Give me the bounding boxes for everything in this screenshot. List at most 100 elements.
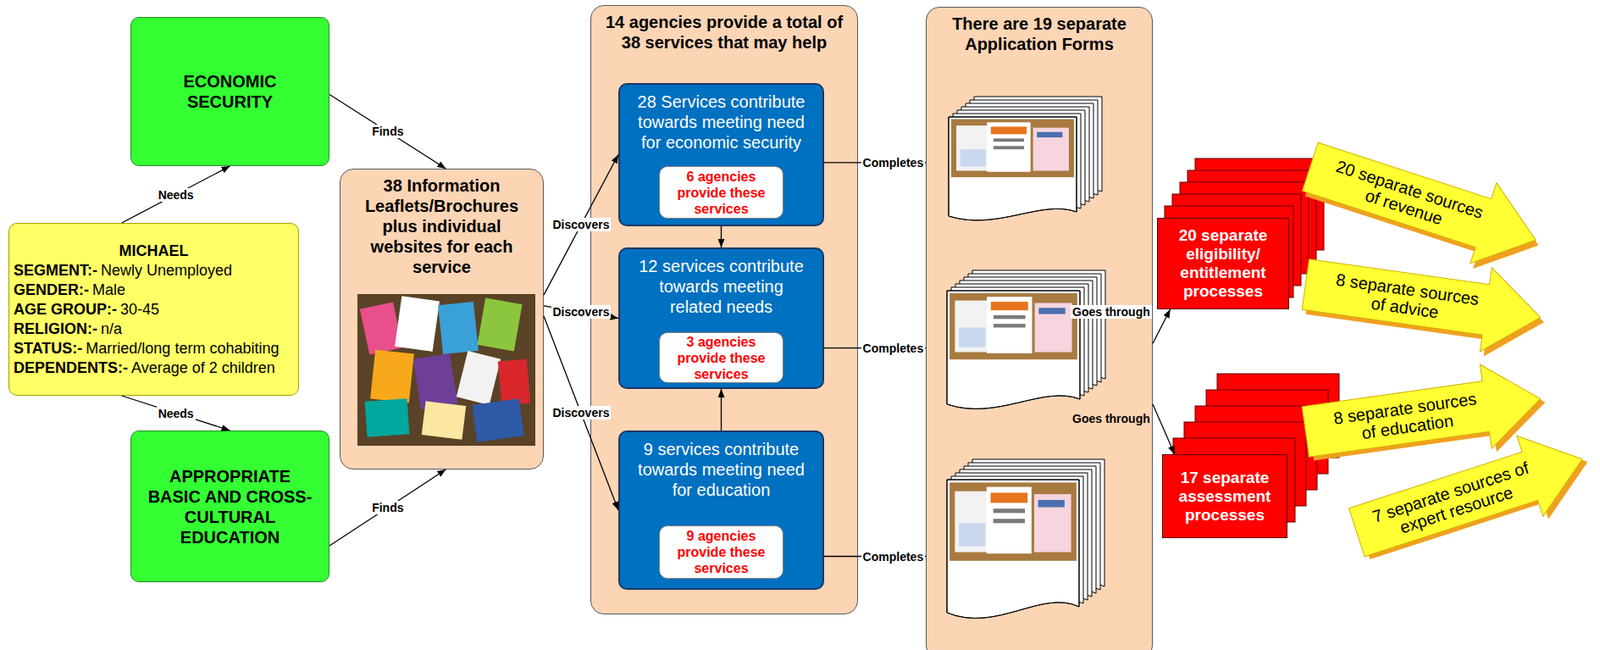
agency-count: 6 agencies provide these services xyxy=(665,168,778,217)
brochure xyxy=(498,359,531,406)
brochure xyxy=(437,301,479,355)
box-fill xyxy=(130,430,330,582)
edge-label: Needs xyxy=(156,188,196,202)
arrow-text-area: 20 separate sources of revenue xyxy=(1324,149,1490,247)
connector xyxy=(720,226,722,248)
service-label: 9 services contribute towards meeting ne… xyxy=(634,438,809,500)
form-sheet xyxy=(969,99,1098,204)
brochure xyxy=(476,298,522,352)
form-sheet xyxy=(951,287,1085,405)
form-sheet xyxy=(965,103,1094,207)
form-sheet xyxy=(968,462,1101,601)
process-label: 17 separate assessment processes xyxy=(1167,468,1283,525)
form-sheet xyxy=(946,479,1080,618)
panel-title: 14 agencies provide a total of 38 servic… xyxy=(597,11,852,53)
connector xyxy=(543,315,619,510)
edge-label: Goes through xyxy=(1070,304,1152,319)
edge-label: Discovers xyxy=(551,304,612,319)
connector xyxy=(329,94,446,169)
edge-label: Completes xyxy=(861,549,926,564)
attribute-line: RELIGION:-n/a xyxy=(13,319,122,339)
service-label: 28 Services contribute towards meeting n… xyxy=(634,91,809,153)
edge-label: Goes through xyxy=(1070,411,1152,426)
connector xyxy=(121,395,231,431)
brochure xyxy=(394,295,440,352)
agency-box: 9 agencies provide these services xyxy=(658,525,784,579)
source-arrow: 20 separate sources of revenue xyxy=(1296,126,1549,281)
form-sheet xyxy=(974,96,1102,200)
form-sheet-outline xyxy=(948,116,1077,221)
attribute-line: SEGMENT:-Newly Unemployed xyxy=(13,260,233,281)
form-stack xyxy=(948,96,1102,221)
form-sheet xyxy=(955,283,1089,402)
form-sheet xyxy=(946,290,1080,409)
connector xyxy=(1152,404,1175,454)
form-sheet xyxy=(961,106,1090,211)
brochure xyxy=(413,353,459,410)
person-name: MICHAEL xyxy=(119,241,189,261)
attribute-key: GENDER:- xyxy=(13,281,89,299)
box-fill xyxy=(130,16,330,167)
process-label: 20 separate eligibility/ entitlement pro… xyxy=(1162,226,1285,301)
connector xyxy=(543,305,619,319)
need-label: ECONOMIC SECURITY xyxy=(143,71,317,112)
edge-label: Discovers xyxy=(551,217,612,232)
edge-label: Completes xyxy=(861,155,926,170)
attribute-value: Married/long term cohabiting xyxy=(85,339,279,357)
panel-title: 38 Information Leaflets/Brochures plus i… xyxy=(346,175,538,277)
arrow-body xyxy=(1296,126,1549,281)
form-sheet xyxy=(959,280,1093,399)
agency-panel: 14 agencies provide a total of 38 servic… xyxy=(590,5,859,615)
table-surface xyxy=(357,293,536,446)
brochure xyxy=(359,301,404,355)
attribute-key: STATUS:- xyxy=(13,339,83,357)
edge-label: Discovers xyxy=(551,405,612,420)
process-box: 20 separate eligibility/ entitlement pro… xyxy=(1157,217,1290,310)
edge-label: Completes xyxy=(861,341,926,355)
brochure xyxy=(471,398,525,442)
arrow-text-area: 8 separate sources of advice xyxy=(1324,262,1488,335)
attribute-line: GENDER:-Male xyxy=(13,280,126,300)
brochure xyxy=(421,400,467,440)
form-stack xyxy=(946,270,1106,409)
arrow-body xyxy=(1343,418,1595,573)
need-box: APPROPRIATE BASIC AND CROSS-CULTURAL EDU… xyxy=(130,430,330,582)
panel-title: There are 19 separate Application Forms xyxy=(932,13,1147,55)
edge-label: Finds xyxy=(370,500,405,515)
attribute-value: n/a xyxy=(100,320,122,338)
form-sheet xyxy=(948,116,1077,221)
form-sheet-outline xyxy=(946,290,1080,409)
box-fill xyxy=(925,6,1153,650)
agency-count: 9 agencies provide these services xyxy=(665,527,778,576)
arrow-text-area: 8 separate sources of education xyxy=(1324,381,1488,454)
form-photo xyxy=(949,481,1077,560)
form-sheet xyxy=(972,270,1106,388)
form-sheet xyxy=(951,476,1084,615)
service-box: 28 Services contribute towards meeting n… xyxy=(618,83,825,227)
attribute-value: Average of 2 children xyxy=(131,359,276,377)
brochure xyxy=(456,350,501,405)
need-label: APPROPRIATE BASIC AND CROSS-CULTURAL EDU… xyxy=(143,465,317,548)
brochure xyxy=(365,398,410,437)
attribute-line: AGE GROUP:-30-45 xyxy=(13,299,160,320)
source-label: 7 separate sources of expert resource xyxy=(1365,456,1543,546)
service-box: 12 services contribute towards meeting r… xyxy=(618,247,825,389)
edge-label: Finds xyxy=(370,124,405,139)
attribute-value: 30-45 xyxy=(120,300,160,318)
attribute-value: Newly Unemployed xyxy=(100,261,233,279)
attribute-key: AGE GROUP:- xyxy=(13,300,117,318)
form-stack xyxy=(946,459,1105,618)
form-sheet-outline xyxy=(946,479,1080,618)
form-sheet xyxy=(959,469,1092,608)
service-label: 12 services contribute towards meeting r… xyxy=(634,255,809,317)
form-photo xyxy=(949,293,1078,360)
brochure-photo-group xyxy=(357,293,536,446)
connector xyxy=(121,166,231,223)
form-sheet xyxy=(968,273,1102,392)
service-box: 9 services contribute towards meeting ne… xyxy=(618,430,825,590)
connector xyxy=(543,155,619,296)
brochure xyxy=(370,349,415,403)
person-box: MICHAELSEGMENT:-Newly UnemployedGENDER:-… xyxy=(8,222,299,396)
attribute-key: DEPENDENTS:- xyxy=(13,359,128,377)
